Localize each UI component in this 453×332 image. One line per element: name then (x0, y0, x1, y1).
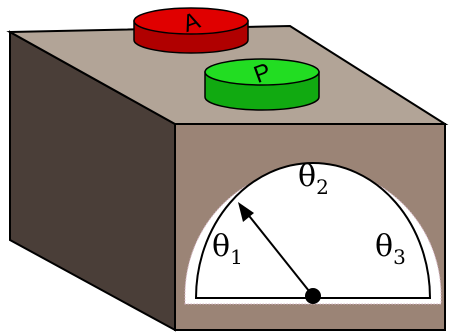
red-button-top (133, 7, 249, 35)
needle-arrowhead (238, 202, 254, 222)
dial-pivot (305, 288, 321, 304)
dial-face (194, 162, 432, 299)
green-button[interactable]: P (204, 58, 320, 111)
red-button[interactable]: A (133, 7, 249, 54)
dial-label-theta-2: θ2 (298, 159, 329, 199)
green-button-top (204, 58, 320, 86)
dial-needle (245, 211, 314, 297)
dial-label-theta-1: θ1 (212, 229, 243, 269)
dial-label-theta-3: θ3 (375, 229, 406, 269)
